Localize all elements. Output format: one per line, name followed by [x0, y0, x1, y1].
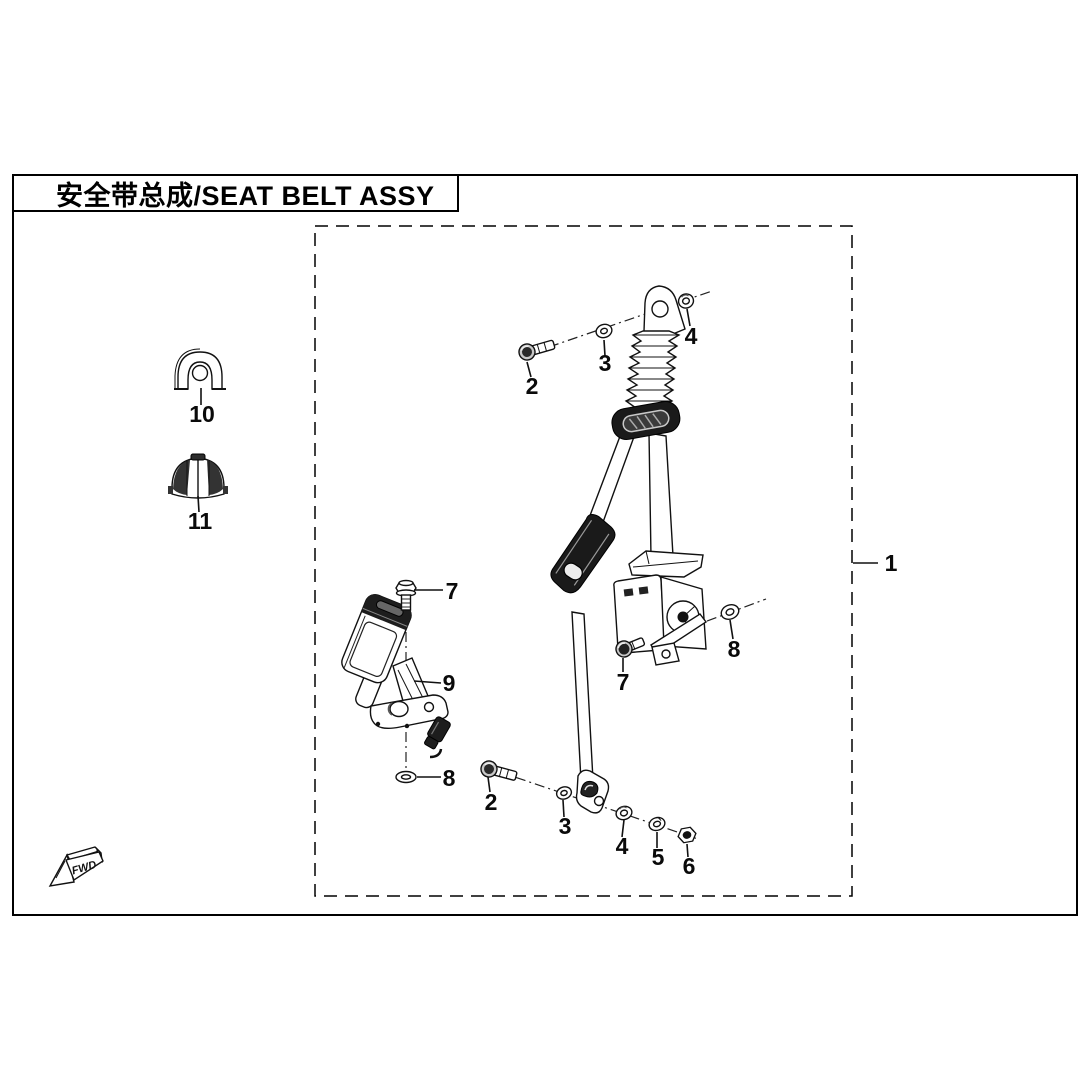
diagram-boundary	[314, 225, 853, 897]
callout-11: 11	[188, 508, 213, 534]
callout-4-upper: 4	[685, 323, 698, 349]
leader-4-upper	[686, 308, 691, 327]
bolt-upper	[518, 339, 556, 361]
fwd-arrow: FWD	[48, 846, 104, 887]
washer-lower-3	[648, 816, 666, 832]
bolt-buckle	[395, 579, 417, 611]
callout-7-buckle: 7	[446, 578, 459, 604]
buckle-head	[341, 594, 412, 684]
tongue-slot	[563, 562, 583, 581]
anchor-belt-loop	[611, 401, 681, 440]
bolt-lower	[480, 760, 518, 781]
anchor-plate-hole	[651, 300, 669, 318]
callout-4-lower: 4	[616, 833, 629, 859]
leader-8-retractor	[729, 619, 734, 640]
leader-3-upper	[603, 339, 606, 357]
belt-guide-hole	[191, 364, 209, 382]
callout-10: 10	[189, 401, 215, 427]
buckle-wire	[429, 748, 443, 759]
callout-labels: 1 2 3 4 7 9 8 7 8 2 3 4 5 6 10 11	[188, 323, 898, 879]
webbing-shoulder-to-retractor	[648, 432, 674, 558]
leader-4-lower	[621, 819, 625, 838]
boot-cap	[168, 453, 228, 499]
washer-retractor	[720, 603, 740, 621]
lower-anchor-plate	[575, 769, 610, 814]
callout-1: 1	[885, 550, 898, 576]
bellows-boot	[624, 330, 681, 409]
belt-guide-clip	[174, 348, 226, 390]
webbing-tongue-to-anchor	[571, 611, 594, 782]
callout-2-lower: 2	[485, 789, 498, 815]
callout-6: 6	[683, 853, 696, 879]
anchor-plate-bolt-hole	[593, 795, 605, 807]
buckle-base-hole-small	[423, 701, 435, 713]
leader-2-upper	[526, 361, 532, 378]
callout-9: 9	[443, 670, 456, 696]
leader-6	[686, 843, 689, 858]
shoulder-anchor-assembly	[611, 285, 686, 440]
buckle-base-hole	[389, 700, 409, 718]
leader-lines	[197, 308, 878, 858]
callout-2-upper: 2	[526, 373, 539, 399]
callout-8-retractor: 8	[728, 636, 741, 662]
nut-upper	[677, 293, 695, 309]
callout-5: 5	[652, 844, 665, 870]
leader-2-lower	[487, 776, 491, 793]
callout-3-lower: 3	[559, 813, 572, 839]
nut-lower	[677, 826, 697, 844]
latch-tongue	[550, 514, 616, 594]
callout-8-buckle: 8	[443, 765, 456, 791]
retractor	[613, 550, 708, 666]
washer-lower-2	[615, 805, 633, 821]
washer-lower	[555, 786, 573, 800]
leader-11	[197, 495, 200, 513]
washer-upper	[595, 323, 613, 339]
buckle-belt-slot	[375, 600, 404, 617]
buckle-assembly	[341, 594, 451, 759]
title-box: 安全带总成/SEAT BELT ASSY	[12, 174, 459, 212]
page-frame	[12, 174, 1078, 916]
page-title: 安全带总成/SEAT BELT ASSY	[56, 180, 435, 211]
bellows-folds	[626, 334, 679, 402]
callout-7-retractor: 7	[617, 669, 630, 695]
fwd-arrow-band	[65, 851, 104, 882]
buckle-wire-connector	[424, 716, 451, 750]
leader-3-lower	[562, 799, 565, 818]
retractor-foot-hole	[661, 649, 671, 659]
callout-3-upper: 3	[599, 350, 612, 376]
leader-9	[413, 680, 442, 684]
washer-buckle	[395, 770, 417, 784]
bolt-retractor	[615, 637, 646, 658]
anchor-belt-curl	[580, 780, 599, 798]
